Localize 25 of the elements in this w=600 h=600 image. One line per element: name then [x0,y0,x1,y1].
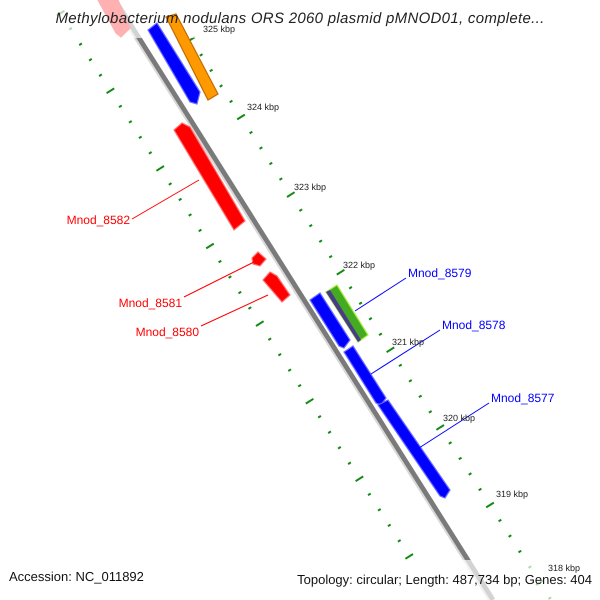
tick-label: 322 kbp [343,259,376,271]
gene-feature [309,292,351,349]
gene-feature [173,122,246,231]
leader-line [200,294,268,326]
tick-label: 323 kbp [294,181,326,193]
gene-label: Mnod_8582 [66,212,130,228]
leader-line [354,278,406,312]
gene-label: Mnod_8578 [442,317,506,333]
gene-label: Mnod_8581 [118,295,182,311]
leader-line [184,262,254,298]
tick-label: 318 kbp [548,562,580,574]
tick-label: 324 kbp [247,101,280,113]
gene-label: Mnod_8577 [491,390,554,406]
accession-text: Accession: NC_011892 [9,571,144,583]
leader-line [370,330,440,374]
gene-label: Mnod_8580 [136,324,199,340]
leader-line [418,402,490,448]
tick-label: 325 kbp [203,24,236,35]
tick-label: 319 kbp [496,488,528,500]
leader-line [132,180,200,220]
genome-info: Topology: circular; Length: 487,734 bp; Genes: 404 [297,572,592,589]
gene-feature [262,271,291,303]
gene-label: Mnod_8579 [408,265,472,281]
gene-feature [343,345,387,406]
gene-feature [251,251,267,267]
